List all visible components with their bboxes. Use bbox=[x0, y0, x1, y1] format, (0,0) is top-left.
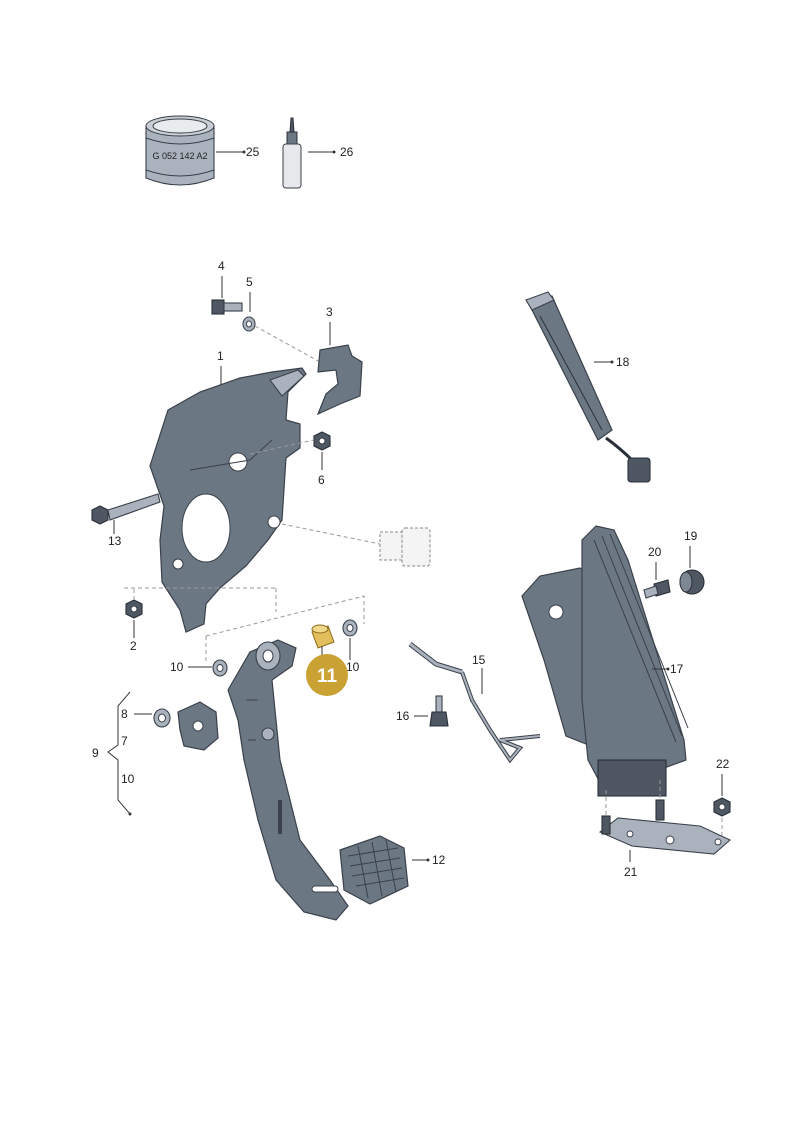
can-marking-text: G 052 142 A2 bbox=[152, 151, 207, 161]
washer-5[interactable] bbox=[242, 316, 256, 332]
clip-7[interactable] bbox=[177, 701, 219, 751]
callout-13: 13 bbox=[108, 534, 122, 548]
sensor-rail-18[interactable] bbox=[525, 291, 651, 483]
callout-1: 1 bbox=[217, 349, 224, 363]
callout-11: 11 bbox=[317, 666, 338, 687]
grease-can-25[interactable]: G 052 142 A2 bbox=[145, 115, 215, 186]
brake-pedal-12[interactable] bbox=[227, 639, 349, 921]
callout-7: 7 bbox=[121, 734, 128, 748]
mounting-plate-21[interactable] bbox=[598, 799, 731, 855]
lubricant-tube-26[interactable] bbox=[282, 117, 302, 189]
callout-10-right: 10 bbox=[346, 660, 360, 674]
callout-21: 21 bbox=[624, 865, 638, 879]
callout-12: 12 bbox=[432, 853, 446, 867]
callout-9: 9 bbox=[92, 746, 99, 760]
brake-pad-12[interactable] bbox=[339, 835, 409, 905]
bushing-10-right[interactable] bbox=[342, 619, 358, 637]
callout-3: 3 bbox=[326, 305, 333, 319]
callout-19: 19 bbox=[684, 529, 698, 543]
accelerator-pedal-17[interactable] bbox=[521, 525, 689, 797]
callout-22: 22 bbox=[716, 757, 730, 771]
highlight-badge-11[interactable] bbox=[306, 654, 348, 696]
washer-8[interactable] bbox=[153, 708, 171, 728]
callout-26: 26 bbox=[340, 145, 354, 159]
bolt-13[interactable] bbox=[91, 493, 161, 525]
callout-8: 8 bbox=[121, 707, 128, 721]
callout-18: 18 bbox=[616, 355, 630, 369]
nut-2[interactable] bbox=[125, 599, 143, 619]
bracket-3[interactable] bbox=[316, 344, 363, 416]
callout-17: 17 bbox=[670, 662, 684, 676]
callout-20: 20 bbox=[648, 545, 662, 559]
screw-20[interactable] bbox=[643, 579, 671, 599]
callout-16: 16 bbox=[396, 709, 410, 723]
sleeve-11[interactable] bbox=[311, 624, 335, 649]
pedal-bracket-1[interactable] bbox=[149, 367, 307, 633]
callout-5: 5 bbox=[246, 275, 253, 289]
callout-2: 2 bbox=[130, 639, 137, 653]
bushing-10-left[interactable] bbox=[212, 659, 228, 677]
bracket-15[interactable] bbox=[408, 642, 541, 764]
bolt-4[interactable] bbox=[211, 299, 243, 315]
callout-4: 4 bbox=[218, 259, 225, 273]
callout-10-kit: 10 bbox=[121, 772, 135, 786]
nut-22[interactable] bbox=[713, 797, 731, 817]
brake-light-switch-ghost bbox=[281, 523, 431, 567]
cap-19[interactable] bbox=[679, 569, 705, 595]
callout-15: 15 bbox=[472, 653, 486, 667]
nut-6[interactable] bbox=[313, 431, 331, 451]
bolt-16[interactable] bbox=[429, 695, 449, 727]
callout-25: 25 bbox=[246, 145, 260, 159]
callout-6: 6 bbox=[318, 473, 325, 487]
callout-10-left: 10 bbox=[170, 660, 184, 674]
